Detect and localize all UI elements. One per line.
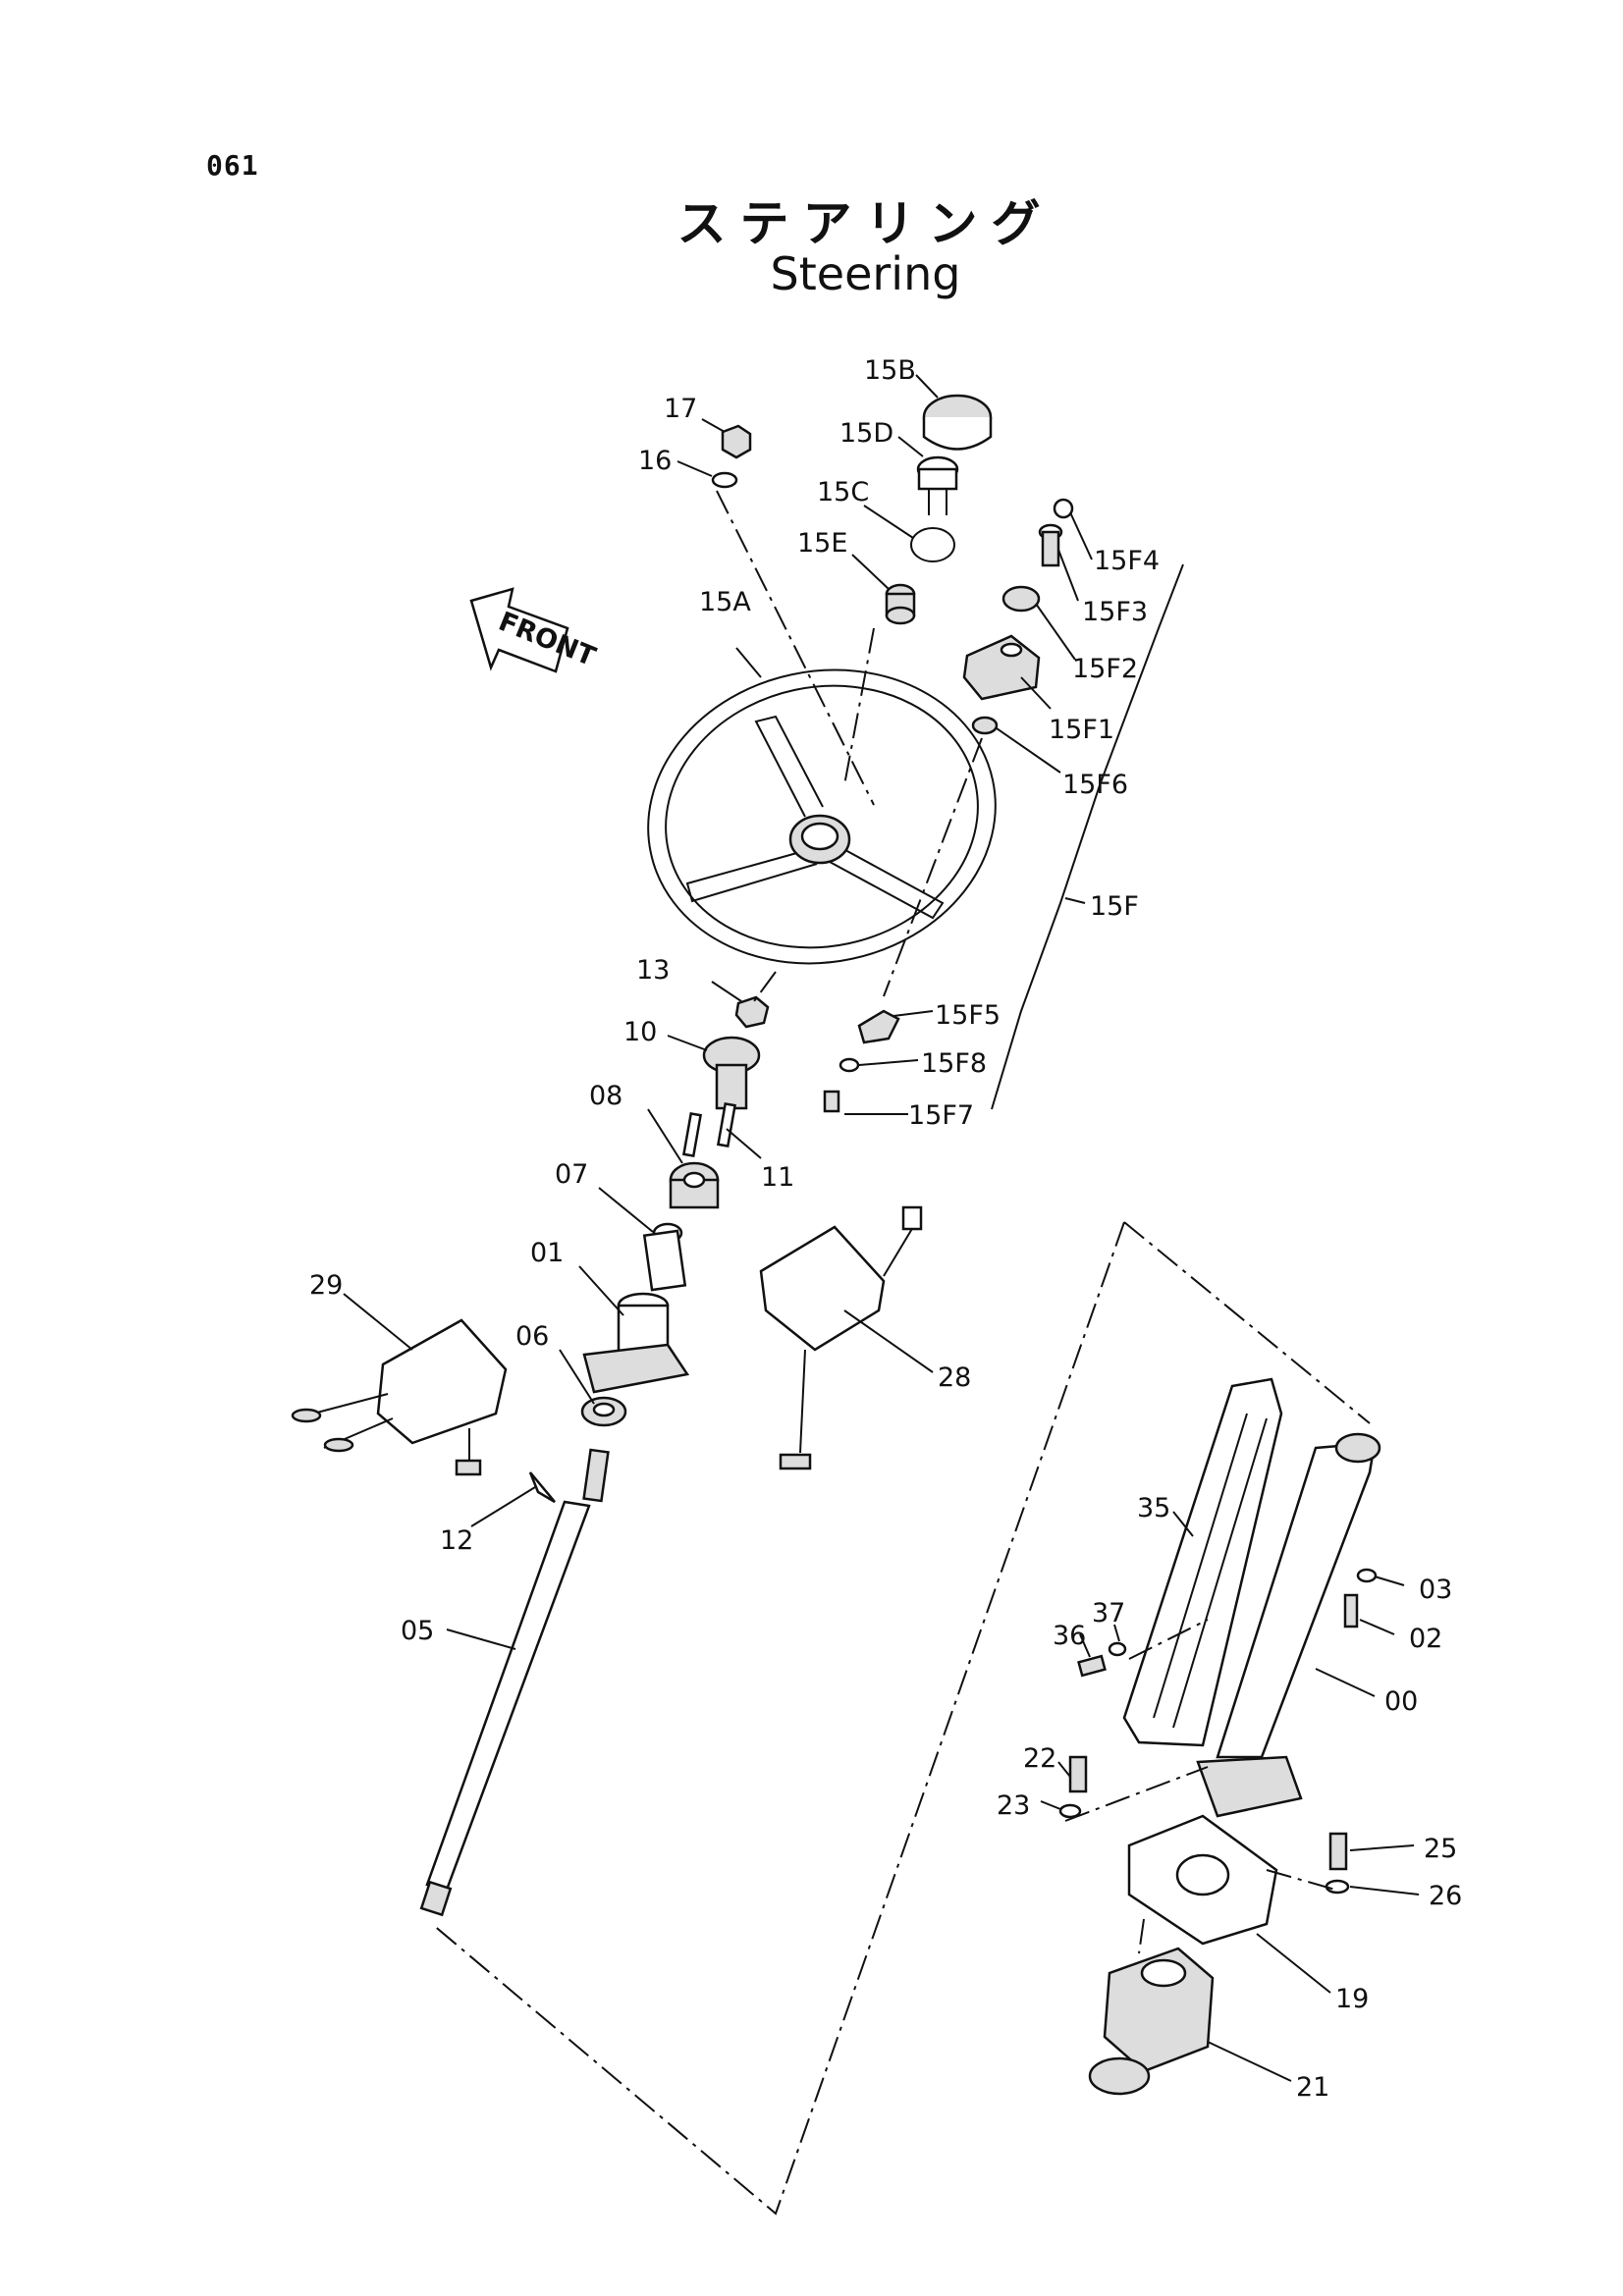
pin-12 [528,1471,556,1504]
washer-37 [1108,1641,1127,1657]
guide-line-column [431,1221,1371,2216]
label-15F7: 15F7 [908,1100,974,1131]
label-35: 35 [1137,1493,1170,1523]
label-07: 07 [555,1159,588,1190]
label-15F8: 15F8 [921,1048,987,1079]
guide-line-35 [1128,1619,1209,1660]
leader-lines [343,374,1420,2082]
label-25: 25 [1424,1834,1457,1864]
title-japanese: ステアリング [676,195,1055,252]
cover-35 [1122,1377,1283,1747]
label-15F6: 15F6 [1062,770,1128,800]
label-01: 01 [530,1238,564,1268]
label-15F: 15F [1090,891,1139,922]
label-36: 36 [1053,1621,1086,1651]
label-16: 16 [638,446,672,476]
guide-line-13 [753,971,777,1002]
label-15A: 15A [699,587,751,617]
label-12: 12 [440,1525,473,1556]
label-23: 23 [997,1790,1030,1821]
label-15F2: 15F2 [1072,654,1138,684]
title-english: Steering [770,247,961,300]
bolt-25 [1328,1832,1348,1871]
label-21: 21 [1296,2072,1329,2103]
guide-line-bracket [1064,1766,1209,1822]
column-housing-01 [582,1292,690,1394]
washer-23 [1058,1803,1082,1819]
label-13: 13 [636,955,670,986]
label-00: 00 [1384,1686,1418,1717]
bolt-22 [1068,1755,1088,1793]
switch-29 [291,1318,508,1476]
label-26: 26 [1429,1881,1462,1911]
label-15F4: 15F4 [1094,546,1160,576]
label-10: 10 [623,1017,657,1047]
horn-switch-parts [823,498,1074,1113]
label-05: 05 [401,1616,434,1646]
nut-and-washer [711,424,752,489]
plate-10 [702,1036,761,1110]
label-15B: 15B [864,355,916,386]
label-29: 29 [309,1270,343,1301]
label-19: 19 [1335,1984,1369,2014]
bolt-02 [1343,1593,1359,1629]
label-08: 08 [589,1081,622,1111]
bearing-06 [580,1396,627,1427]
label-02: 02 [1409,1624,1442,1654]
guide-line-25 [1266,1869,1336,1891]
sleeve-07 [642,1222,687,1292]
front-arrow-icon: FRONT [469,587,600,673]
label-03: 03 [1419,1575,1452,1605]
bracket-line-15F [991,563,1184,1110]
guide-line-15F6 [883,737,983,997]
label-15F1: 15F1 [1049,715,1114,745]
label-15F5: 15F5 [935,1000,1001,1031]
guide-line-16 [716,490,875,806]
guide-line-unit [1138,1918,1145,1954]
label-15E: 15E [797,528,847,559]
washer-26 [1325,1879,1350,1895]
steering-wheel [647,668,997,965]
horn-button-assembly [885,394,993,625]
label-15C: 15C [817,477,869,507]
shaft-05 [419,1448,610,1917]
label-17: 17 [664,394,697,424]
page-number: 061 [206,149,259,182]
bearing-08 [669,1161,720,1209]
label-28: 28 [938,1362,971,1393]
pins-11 [681,1102,737,1157]
label-22: 22 [1023,1743,1056,1774]
washer-03 [1356,1568,1378,1583]
column-post-00 [1196,1432,1381,1818]
label-15D: 15D [839,418,893,449]
label-06: 06 [515,1321,549,1352]
bolt-36 [1077,1654,1107,1678]
guide-line-15B [843,627,875,786]
steering-unit-21 [1088,1947,1215,2096]
switch-28 [759,1205,923,1470]
label-11: 11 [761,1162,794,1193]
nut-13 [734,995,770,1029]
label-37: 37 [1092,1598,1125,1629]
bracket-19 [1127,1814,1278,1946]
label-15F3: 15F3 [1082,597,1148,627]
